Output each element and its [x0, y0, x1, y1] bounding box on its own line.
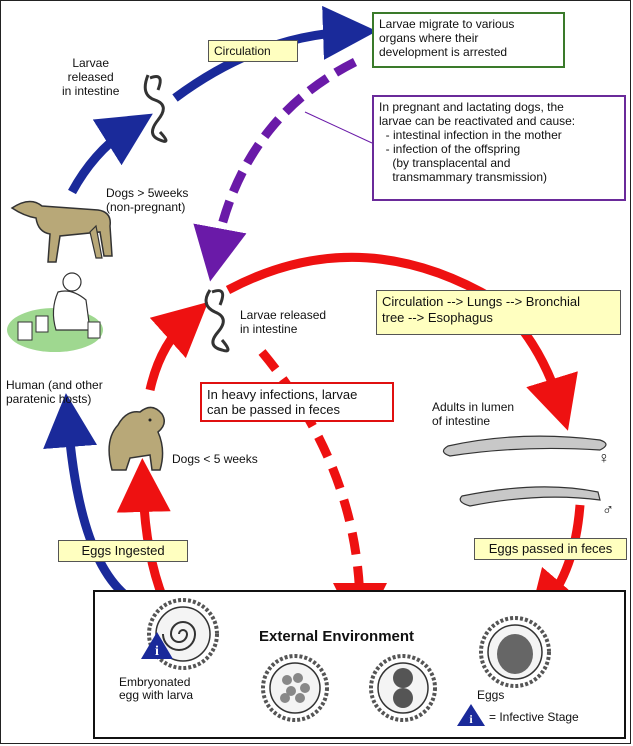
adult-worms-illustration — [442, 435, 607, 507]
label-eggs: Eggs — [477, 688, 505, 702]
box-circulation: Circulation — [208, 40, 298, 62]
label-dogs-over-5: Dogs > 5weeks (non-pregnant) — [106, 186, 189, 214]
egg-morula — [261, 654, 329, 722]
egg-single-cell — [479, 616, 551, 688]
female-symbol: ♀ — [598, 450, 610, 467]
human-illustration — [7, 272, 103, 352]
label-larvae-released-top: Larvae released in intestine — [62, 56, 120, 98]
label-adults: Adults in lumen of intestine — [432, 400, 515, 428]
label-infective-stage: = Infective Stage — [489, 710, 579, 724]
puppy-illustration — [108, 406, 165, 471]
arrow-pup-to-larvae — [145, 302, 209, 391]
box-eggs-passed: Eggs passed in feces — [474, 538, 627, 560]
infective-marker-letter: i — [155, 644, 159, 659]
male-symbol: ♂ — [602, 502, 614, 519]
larva-coil-center — [204, 289, 230, 353]
box-migrate: Larvae migrate to various organs where t… — [372, 12, 565, 68]
infective-stage-marker: i — [141, 632, 173, 659]
box-eggs-ingested: Eggs Ingested — [58, 540, 188, 562]
adult-dog-illustration — [10, 200, 113, 263]
egg-stages: i i — [141, 598, 551, 726]
box-circulation-lungs: Circulation --> Lungs --> Bronchial tree… — [376, 290, 621, 335]
box-heavy-infections: In heavy infections, larvae can be passe… — [200, 382, 394, 422]
external-environment-title: External Environment — [259, 628, 415, 645]
label-larvae-released-center: Larvae released in intestine — [240, 308, 327, 336]
arrow-larvae-to-adults — [225, 252, 578, 431]
arrow-dog-to-larvae — [68, 113, 153, 195]
egg-two-cell — [369, 654, 437, 722]
infective-stage-legend-icon: i — [457, 704, 485, 726]
box-pregnant-dogs: In pregnant and lactating dogs, the larv… — [372, 95, 626, 201]
larva-coil-top — [143, 74, 168, 143]
arrow-reactivation — [193, 57, 358, 282]
legend-marker-letter: i — [469, 712, 473, 726]
label-embryonated: Embryonated egg with larva — [119, 675, 194, 702]
label-dogs-under-5: Dogs < 5 weeks — [172, 452, 258, 466]
label-human: Human (and other paratenic hosts) — [6, 378, 103, 406]
external-environment-box: i i External Environment Embryonated egg… — [93, 590, 626, 739]
pregnant-pointer-line — [304, 111, 373, 144]
